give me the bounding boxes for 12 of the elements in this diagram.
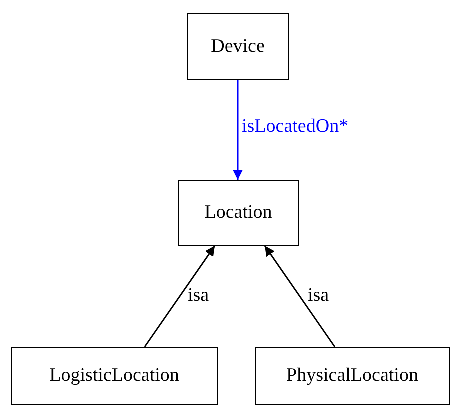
class-name: Location xyxy=(204,202,272,224)
class-name: Device xyxy=(211,36,265,58)
class-box xyxy=(11,347,218,405)
arrow xyxy=(144,246,216,348)
arrow xyxy=(264,246,336,348)
class-box xyxy=(178,180,299,246)
class-name: LogisticLocation xyxy=(50,365,180,387)
class-box xyxy=(255,347,450,405)
edge-label: isa xyxy=(308,286,330,307)
class-name: PhysicalLocation xyxy=(286,365,418,387)
class-box xyxy=(187,13,289,80)
arrow xyxy=(233,80,244,180)
